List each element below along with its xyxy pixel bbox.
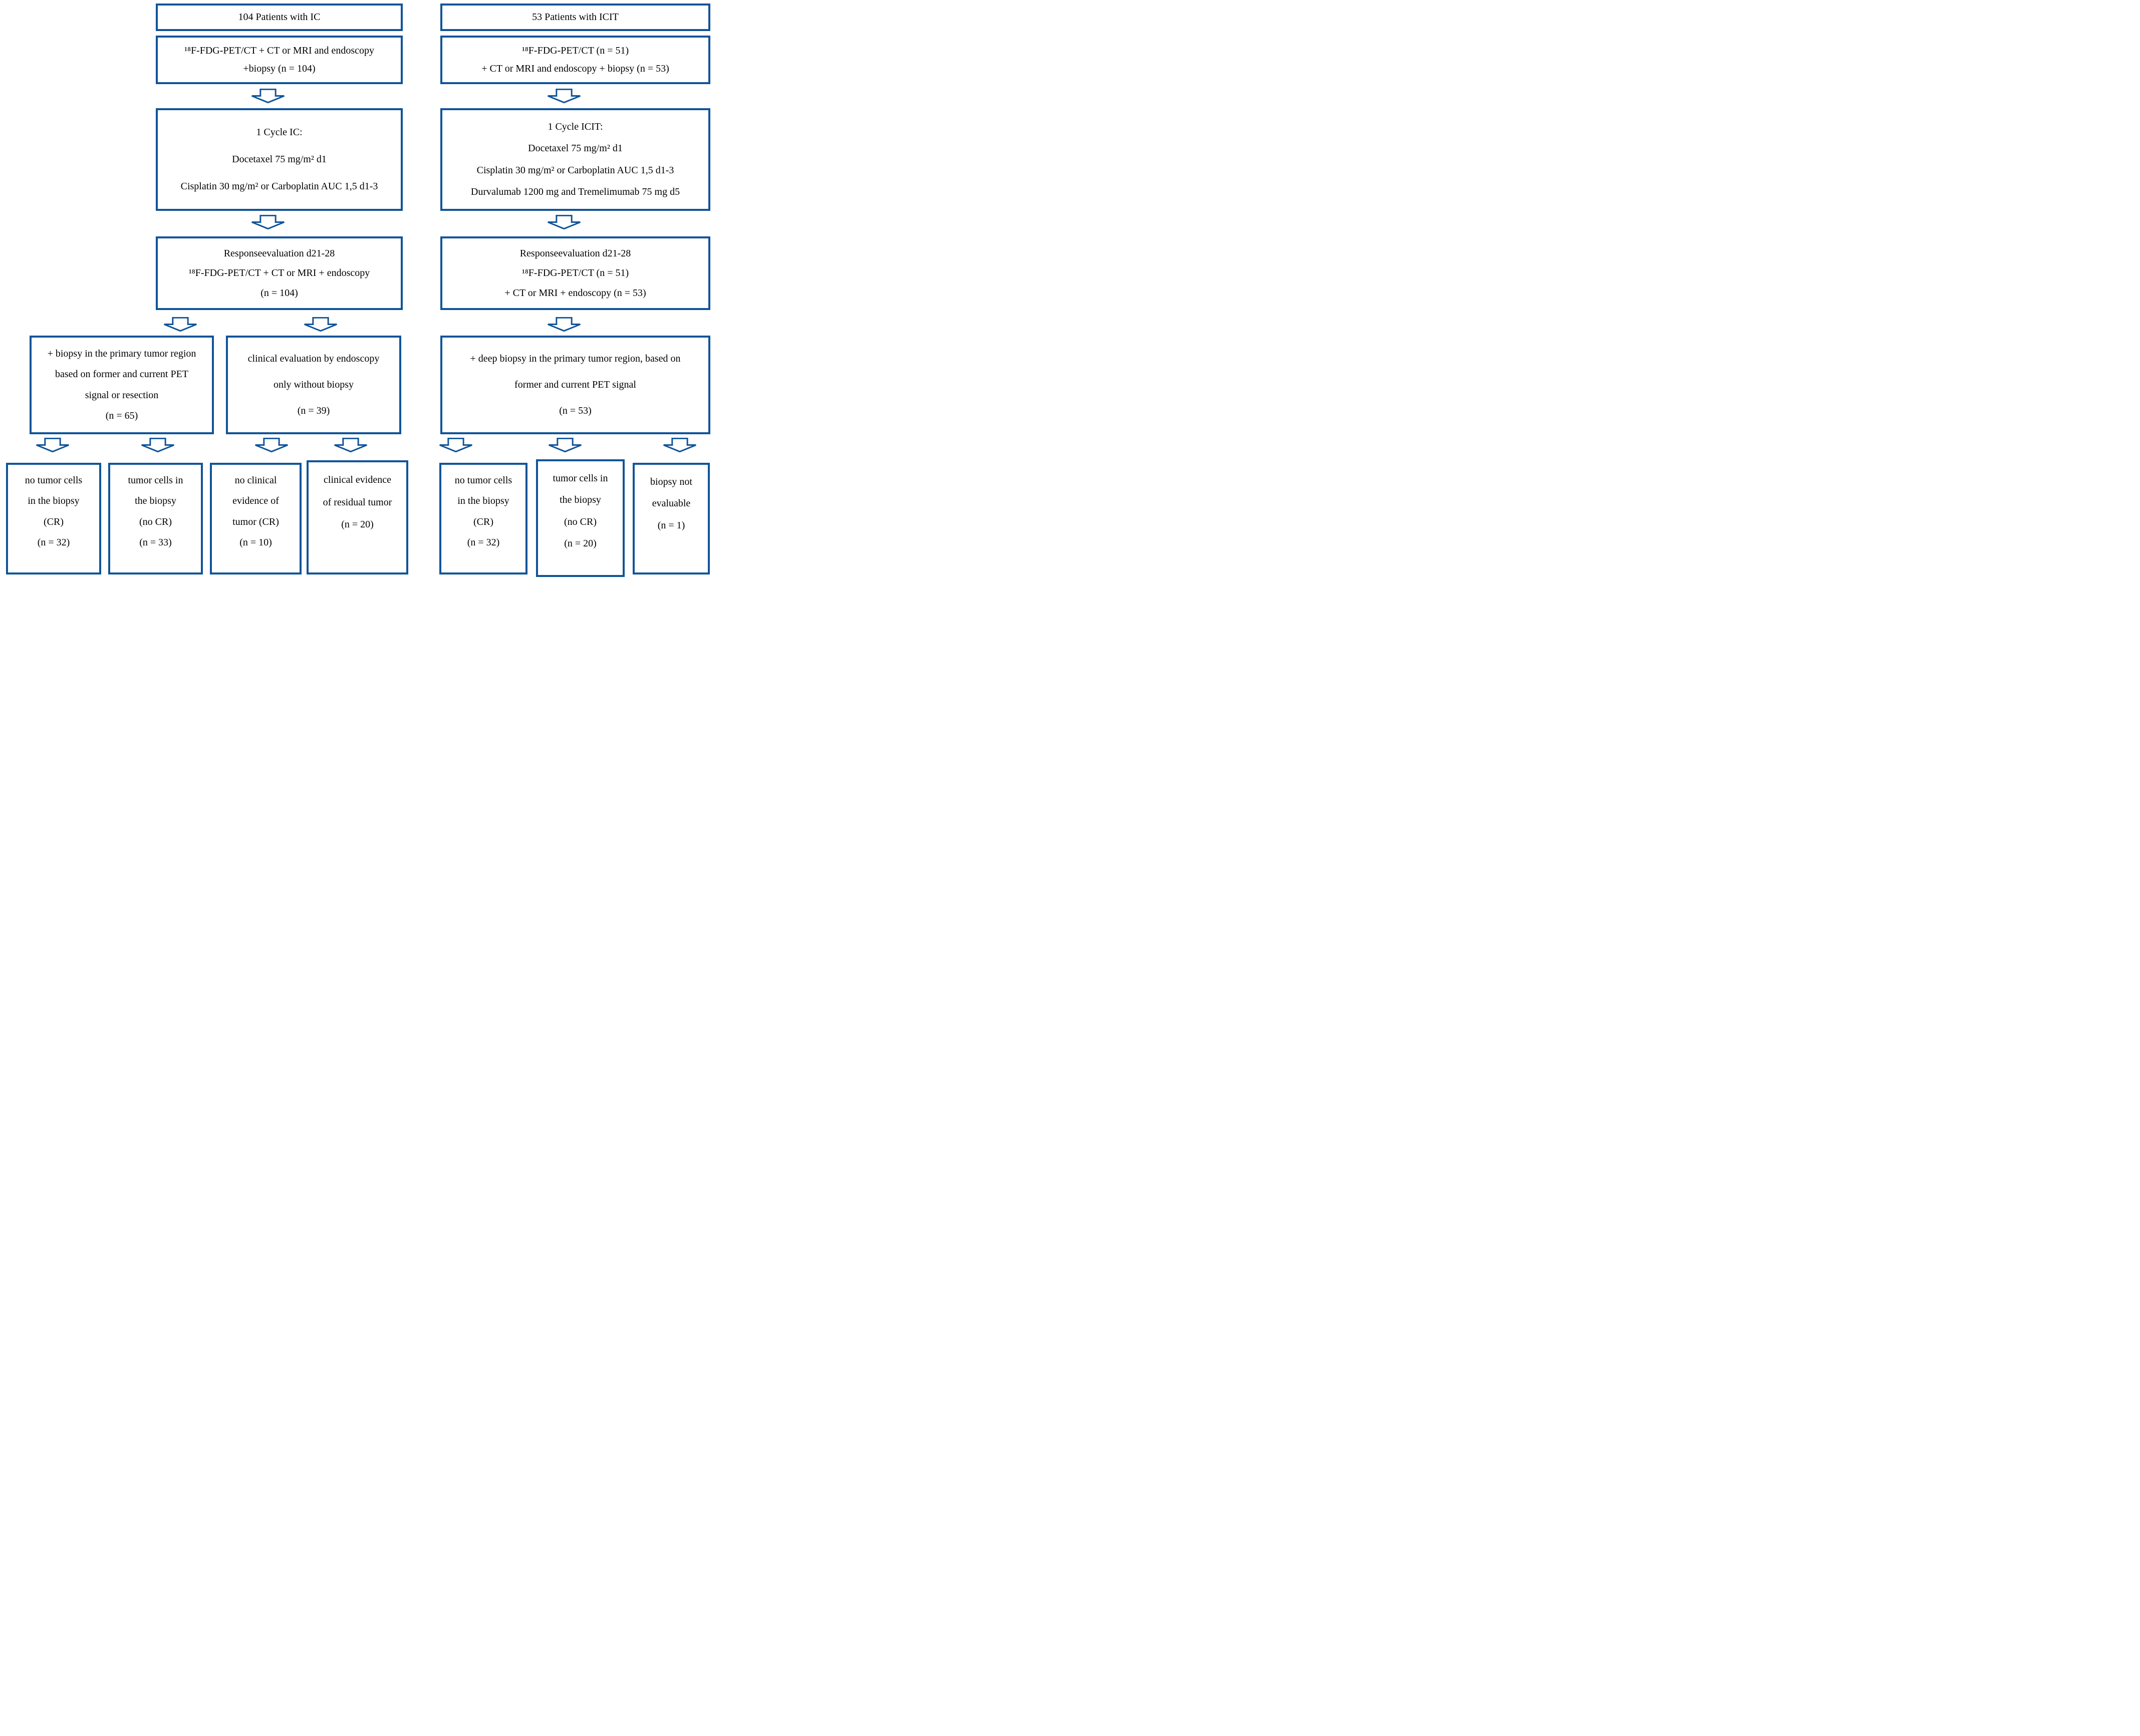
box-text-line: 53 Patients with ICIT <box>532 12 619 23</box>
box-text-line: (n = 32) <box>37 536 70 548</box>
box-text-line: only without biopsy <box>273 379 354 390</box>
down-arrow-icon <box>251 89 285 103</box>
box-text-line: (no CR) <box>139 516 172 527</box>
down-arrow-icon <box>548 215 581 229</box>
box-text-line: 104 Patients with IC <box>238 12 321 23</box>
box-text-line: + biopsy in the primary tumor region <box>47 348 196 359</box>
ic-biopsy-branch-box: + biopsy in the primary tumor region bas… <box>30 336 214 434</box>
ic-outcome-cr-box: no tumor cells in the biopsy (CR) (n = 3… <box>6 463 101 574</box>
down-arrow-icon <box>141 438 174 452</box>
box-text-line: no tumor cells <box>25 475 83 486</box>
down-arrow-icon <box>304 317 337 332</box>
down-arrow-icon <box>548 317 581 332</box>
box-text-line: tumor cells in <box>553 472 608 484</box>
box-text-line: + CT or MRI + endoscopy (n = 53) <box>504 287 646 299</box>
box-text-line: Docetaxel 75 mg/m² d1 <box>528 143 623 154</box>
ic-response-box: Responseevaluation d21-28 ¹⁸F-FDG-PET/CT… <box>156 236 403 310</box>
box-text-line: in the biopsy <box>28 495 80 507</box>
down-arrow-icon <box>663 438 696 452</box>
down-arrow-icon <box>334 438 367 452</box>
ic-outcome-clinical-cr-box: no clinical evidence of tumor (CR) (n = … <box>210 463 302 574</box>
box-text-line: (n = 53) <box>559 405 592 416</box>
box-text-line: (n = 1) <box>657 519 685 531</box>
down-arrow-icon <box>549 438 582 452</box>
box-text-line: + deep biopsy in the primary tumor regio… <box>470 353 681 364</box>
ic-clinical-branch-box: clinical evaluation by endoscopy only wi… <box>226 336 401 434</box>
box-text-line: clinical evaluation by endoscopy <box>247 353 380 364</box>
box-text-line: (n = 39) <box>297 405 330 416</box>
down-arrow-icon <box>164 317 197 332</box>
box-text-line: + CT or MRI and endoscopy + biopsy (n = … <box>481 63 669 74</box>
box-text-line: signal or resection <box>85 389 159 401</box>
box-text-line: evaluable <box>652 498 691 509</box>
box-text-line: of residual tumor <box>323 496 392 508</box>
box-text-line: 1 Cycle ICIT: <box>548 121 603 133</box>
box-text-line: biopsy not <box>650 476 692 487</box>
box-text-line: (n = 10) <box>239 536 272 548</box>
ic-staging-box: ¹⁸F-FDG-PET/CT + CT or MRI and endoscopy… <box>156 36 403 84</box>
box-text-line: ¹⁸F-FDG-PET/CT (n = 51) <box>521 45 629 56</box>
box-text-line: evidence of <box>232 495 279 507</box>
box-text-line: ¹⁸F-FDG-PET/CT + CT or MRI and endoscopy <box>184 45 375 56</box>
box-text-line: Docetaxel 75 mg/m² d1 <box>232 154 327 165</box>
ic-title-box: 104 Patients with IC <box>156 4 403 31</box>
box-text-line: in the biopsy <box>457 495 509 507</box>
box-text-line: (n = 104) <box>260 287 298 299</box>
box-text-line: ¹⁸F-FDG-PET/CT + CT or MRI + endoscopy <box>188 267 370 278</box>
icit-outcome-cr-box: no tumor cells in the biopsy (CR) (n = 3… <box>439 463 527 574</box>
down-arrow-icon <box>36 438 69 452</box>
ic-cycle-box: 1 Cycle IC: Docetaxel 75 mg/m² d1 Cispla… <box>156 108 403 211</box>
box-text-line: 1 Cycle IC: <box>256 127 303 138</box>
down-arrow-icon <box>251 215 285 229</box>
box-text-line: (n = 65) <box>105 410 138 422</box>
box-text-line: (n = 20) <box>341 519 374 530</box>
box-text-line: Responseevaluation d21-28 <box>223 247 335 259</box>
down-arrow-icon <box>439 438 472 452</box>
icit-outcome-no-cr-box: tumor cells in the biopsy (no CR) (n = 2… <box>536 459 625 577</box>
icit-staging-box: ¹⁸F-FDG-PET/CT (n = 51) + CT or MRI and … <box>440 36 710 84</box>
icit-title-box: 53 Patients with ICIT <box>440 4 710 31</box>
down-arrow-icon <box>255 438 288 452</box>
box-text-line: (n = 33) <box>139 536 172 548</box>
icit-outcome-not-evaluable-box: biopsy not evaluable (n = 1) <box>633 463 710 574</box>
box-text-line: no tumor cells <box>454 475 512 486</box>
box-text-line: clinical evidence <box>324 474 391 485</box>
down-arrow-icon <box>548 89 581 103</box>
icit-response-box: Responseevaluation d21-28 ¹⁸F-FDG-PET/CT… <box>440 236 710 310</box>
box-text-line: Cisplatin 30 mg/m² or Carboplatin AUC 1,… <box>476 164 674 176</box>
box-text-line: based on former and current PET <box>55 369 188 380</box>
box-text-line: +biopsy (n = 104) <box>243 63 316 74</box>
box-text-line: (CR) <box>473 516 493 527</box>
box-text-line: (n = 20) <box>564 538 597 549</box>
box-text-line: Cisplatin 30 mg/m² or Carboplatin AUC 1,… <box>180 181 378 192</box>
icit-cycle-box: 1 Cycle ICIT: Docetaxel 75 mg/m² d1 Cisp… <box>440 108 710 211</box>
box-text-line: the biopsy <box>560 494 601 506</box>
icit-biopsy-branch-box: + deep biopsy in the primary tumor regio… <box>440 336 710 434</box>
box-text-line: ¹⁸F-FDG-PET/CT (n = 51) <box>521 267 629 278</box>
box-text-line: (n = 32) <box>467 536 500 548</box>
box-text-line: former and current PET signal <box>514 379 636 390</box>
box-text-line: (no CR) <box>564 516 597 527</box>
study-flow-diagram: 104 Patients with IC ¹⁸F-FDG-PET/CT + CT… <box>0 0 713 579</box>
ic-outcome-clinical-residual-box: clinical evidence of residual tumor (n =… <box>307 460 408 574</box>
box-text-line: tumor cells in <box>128 475 183 486</box>
box-text-line: Responseevaluation d21-28 <box>519 247 631 259</box>
box-text-line: (CR) <box>44 516 64 527</box>
box-text-line: Durvalumab 1200 mg and Tremelimumab 75 m… <box>470 186 680 197</box>
box-text-line: the biopsy <box>135 495 176 507</box>
ic-outcome-no-cr-box: tumor cells in the biopsy (no CR) (n = 3… <box>108 463 203 574</box>
box-text-line: no clinical <box>234 475 277 486</box>
box-text-line: tumor (CR) <box>232 516 279 527</box>
